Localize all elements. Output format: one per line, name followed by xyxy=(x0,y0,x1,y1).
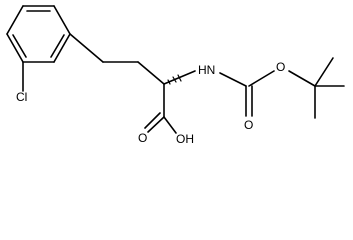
chain-bond xyxy=(137,61,165,85)
benzene-ring xyxy=(6,5,71,63)
chain-bond xyxy=(69,33,104,63)
acid-carbonyl-bond xyxy=(144,112,161,129)
ring-double-bond xyxy=(50,34,65,58)
ring-bond xyxy=(6,33,24,63)
chemical-structure-diagram: Cl HN O O O OH xyxy=(6,5,345,146)
acid-carbonyl-oxygen-label: O xyxy=(138,131,147,145)
stereo-hash-wedge xyxy=(167,74,182,85)
chlorine-label: Cl xyxy=(16,90,27,104)
ring-bond xyxy=(53,5,71,35)
ring-double-bond xyxy=(12,34,27,58)
acid-carbonyl-bond xyxy=(147,116,165,133)
amine-label: HN xyxy=(198,63,215,77)
structure-canvas: Cl HN O O O OH xyxy=(6,5,345,146)
ester-oxygen-label: O xyxy=(276,60,285,74)
ring-bond xyxy=(6,5,24,35)
ring-bond xyxy=(53,33,71,63)
ester-bond xyxy=(248,70,275,87)
tbutyl-methyl-bond xyxy=(314,57,334,87)
tbutyl-bond xyxy=(288,70,316,87)
acid-hydroxyl-label: OH xyxy=(176,132,194,146)
carbonyl-oxygen-label: O xyxy=(244,118,253,132)
carbamate-bond xyxy=(219,72,247,87)
acid-hydroxyl-bond xyxy=(163,116,177,134)
